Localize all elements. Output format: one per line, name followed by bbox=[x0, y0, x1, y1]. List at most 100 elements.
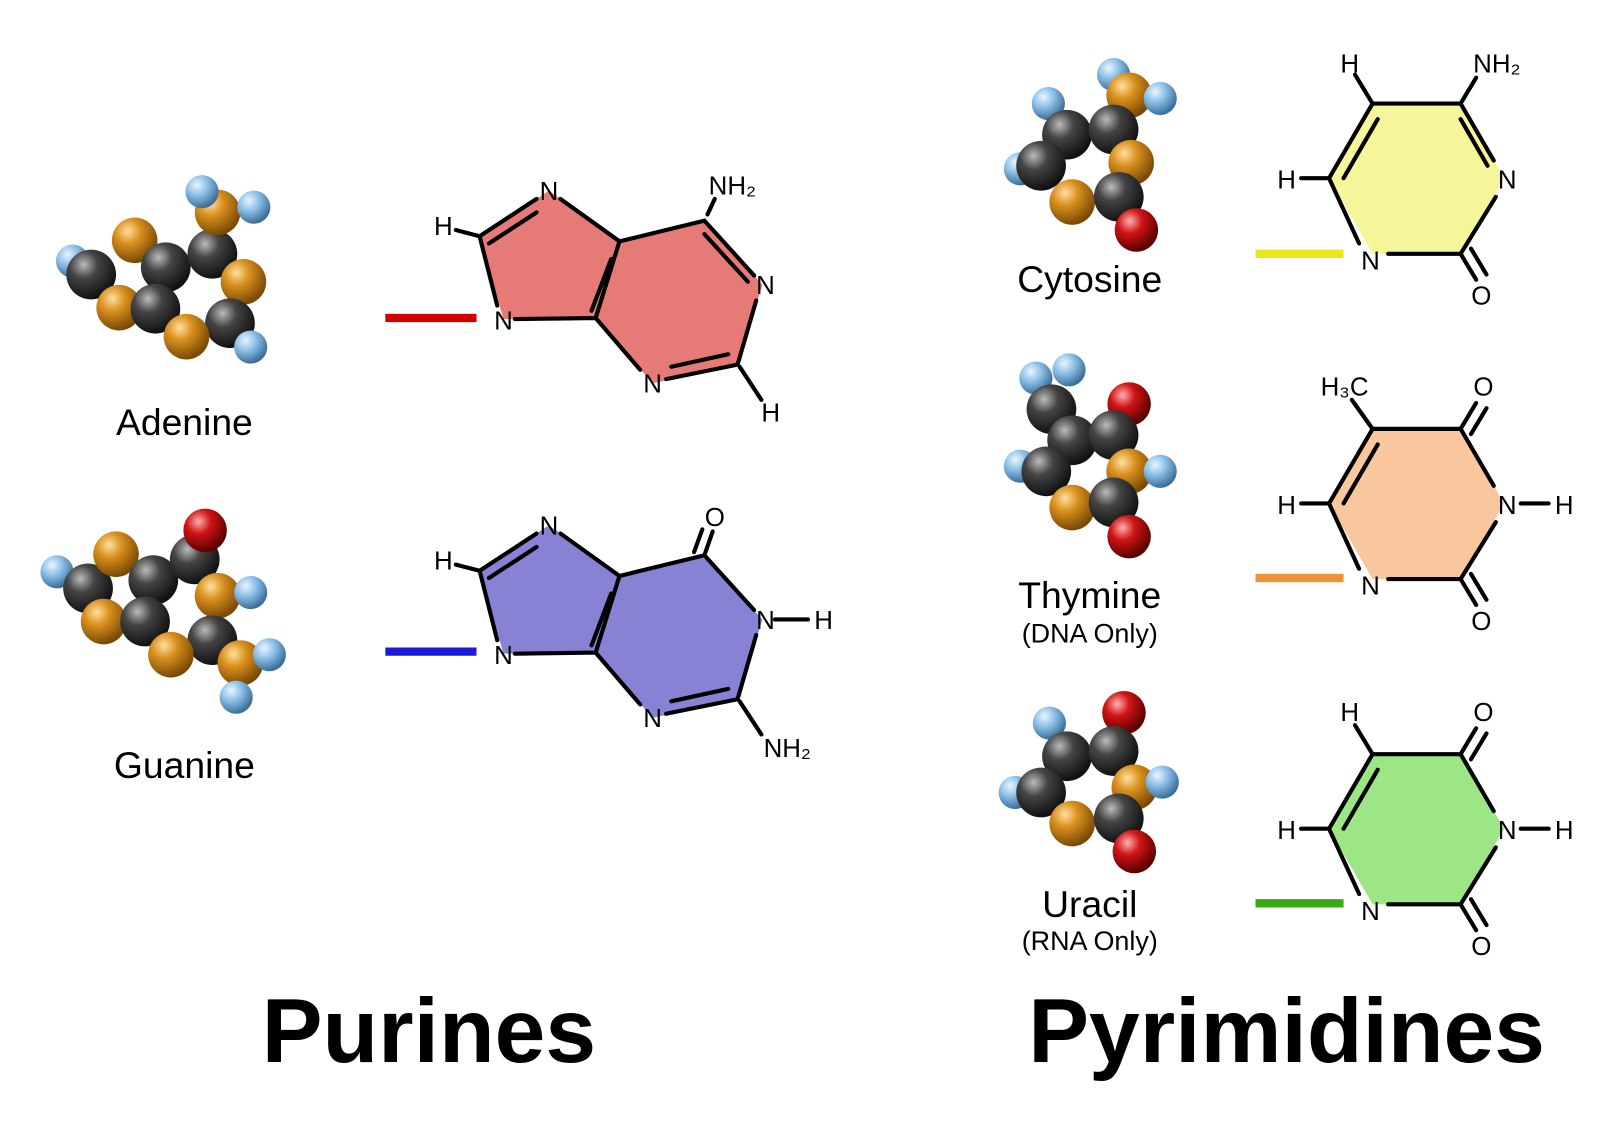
atom-label: H bbox=[761, 400, 780, 428]
carbon-atom-ball bbox=[140, 242, 191, 293]
atom-label: N bbox=[1361, 898, 1380, 926]
atom-label: O bbox=[1471, 283, 1491, 311]
uracil-structure: H O N H H N O bbox=[1277, 699, 1573, 961]
adenine-structure: N H N NH₂ N N H bbox=[434, 173, 780, 428]
thymine-structure: H₃C O N H H N O bbox=[1277, 374, 1573, 636]
nitrogen-atom-ball bbox=[220, 258, 267, 305]
atom-label: O bbox=[1471, 933, 1491, 961]
nitrogen-atom-ball bbox=[1049, 179, 1095, 225]
atom-label: N bbox=[1361, 573, 1380, 601]
oxygen-atom-ball bbox=[1112, 829, 1157, 874]
hydrogen-atom-ball bbox=[1031, 87, 1065, 121]
carbon-atom-ball bbox=[120, 596, 170, 647]
cytosine-group: Cytosine H NH₂ N H N O bbox=[1003, 51, 1521, 311]
carbon-atom-ball bbox=[187, 228, 238, 279]
guanine-label: Guanine bbox=[114, 744, 255, 786]
hydrogen-atom-ball bbox=[237, 190, 271, 224]
cytosine-3d-model bbox=[1003, 58, 1177, 252]
carbon-atom-ball bbox=[1016, 767, 1066, 818]
nitrogen-atom-ball bbox=[96, 284, 142, 331]
guanine-3d-model bbox=[40, 508, 286, 714]
atom-label: N bbox=[494, 642, 513, 670]
guanine-group: Guanine N H N O N H N NH₂ bbox=[40, 504, 833, 786]
atom-label: H bbox=[1277, 817, 1296, 845]
hydrogen-atom-ball bbox=[1143, 454, 1177, 488]
oxygen-atom-ball bbox=[1102, 690, 1146, 735]
atom-label: H bbox=[434, 213, 453, 241]
thymine-label: Thymine bbox=[1018, 574, 1161, 616]
nitrogen-atom-ball bbox=[93, 531, 139, 578]
cytosine-label: Cytosine bbox=[1017, 258, 1162, 300]
thymine-note: (DNA Only) bbox=[1022, 618, 1158, 648]
atom-label: H bbox=[1277, 492, 1296, 520]
oxygen-atom-ball bbox=[1114, 208, 1159, 252]
atom-label: N bbox=[1498, 167, 1517, 195]
nitrogen-atom-ball bbox=[80, 598, 127, 645]
hydrogen-atom-ball bbox=[1052, 353, 1086, 387]
atom-label: N bbox=[540, 178, 559, 206]
atom-label: O bbox=[1473, 374, 1493, 402]
carbon-atom-ball bbox=[1021, 446, 1072, 497]
atom-label: H bbox=[814, 607, 833, 635]
hydrogen-atom-ball bbox=[185, 175, 219, 209]
uracil-3d-model bbox=[998, 690, 1179, 874]
atom-label: N bbox=[643, 371, 662, 399]
carbon-atom-ball bbox=[1016, 140, 1066, 191]
atom-label: N bbox=[1361, 247, 1380, 275]
atom-label: N bbox=[643, 705, 662, 733]
atom-label: O bbox=[1473, 699, 1493, 727]
thymine-3d-model bbox=[1003, 353, 1177, 559]
carbon-atom-ball bbox=[1088, 726, 1139, 776]
uracil-note: (RNA Only) bbox=[1022, 926, 1158, 956]
nitrogen-atom-ball bbox=[1049, 800, 1095, 847]
atom-label: H bbox=[434, 548, 453, 576]
atom-label: N bbox=[494, 307, 513, 335]
oxygen-atom-ball bbox=[183, 508, 227, 553]
nitrogen-atom-ball bbox=[163, 313, 210, 360]
pyrimidines-heading: Pyrimidines bbox=[1028, 980, 1545, 1082]
uracil-label: Uracil bbox=[1042, 883, 1137, 925]
uracil-group: Uracil (RNA Only) H O N H H N O bbox=[998, 690, 1574, 961]
atom-label: H bbox=[1555, 492, 1574, 520]
adenine-3d-model bbox=[55, 175, 271, 364]
carbon-atom-ball bbox=[128, 555, 179, 605]
carbon-atom-ball bbox=[1042, 731, 1092, 782]
nitrogen-atom-ball bbox=[217, 640, 264, 686]
atom-label: N bbox=[1498, 492, 1517, 520]
atom-label: H bbox=[1340, 51, 1359, 79]
carbon-atom-ball bbox=[130, 283, 181, 334]
hydrogen-atom-ball bbox=[252, 638, 286, 672]
cytosine-structure: H NH₂ N H N O bbox=[1277, 51, 1520, 311]
nitrogen-atom-ball bbox=[111, 217, 158, 264]
atom-label: H bbox=[1340, 699, 1359, 727]
hydrogen-atom-ball bbox=[1143, 81, 1177, 115]
hydrogen-atom-ball bbox=[1032, 706, 1066, 740]
carbon-atom-ball bbox=[1088, 410, 1139, 460]
atom-label: NH₂ bbox=[709, 173, 756, 201]
atom-label: H bbox=[1277, 167, 1296, 195]
hydrogen-atom-ball bbox=[234, 330, 268, 364]
atom-label: O bbox=[1471, 608, 1491, 636]
hydrogen-atom-ball bbox=[1145, 765, 1179, 799]
hydrogen-atom-ball bbox=[219, 680, 253, 714]
atom-label: N bbox=[756, 607, 775, 635]
carbon-atom-ball bbox=[1088, 477, 1139, 528]
nitrogen-atom-ball bbox=[194, 572, 241, 619]
atom-label: H bbox=[1555, 817, 1574, 845]
adenine-group: Adenine N H N NH₂ N N H bbox=[55, 173, 780, 443]
atom-label: NH₂ bbox=[764, 735, 811, 763]
atom-label: NH₂ bbox=[1473, 51, 1520, 79]
atom-label: N bbox=[1498, 817, 1517, 845]
nitrogen-atom-ball bbox=[1049, 484, 1095, 531]
guanine-structure: N H N O N H N NH₂ bbox=[434, 504, 833, 763]
adenine-label: Adenine bbox=[116, 401, 253, 443]
carbon-atom-ball bbox=[66, 249, 117, 300]
thymine-group: Thymine (DNA Only) H₃C O N H H N O bbox=[1003, 353, 1574, 648]
atom-label: H₃C bbox=[1321, 374, 1369, 402]
hydrogen-atom-ball bbox=[234, 575, 268, 610]
atom-label: N bbox=[540, 513, 559, 541]
oxygen-atom-ball bbox=[1107, 514, 1151, 559]
nitrogen-atom-ball bbox=[148, 631, 194, 678]
atom-label: N bbox=[756, 272, 775, 300]
